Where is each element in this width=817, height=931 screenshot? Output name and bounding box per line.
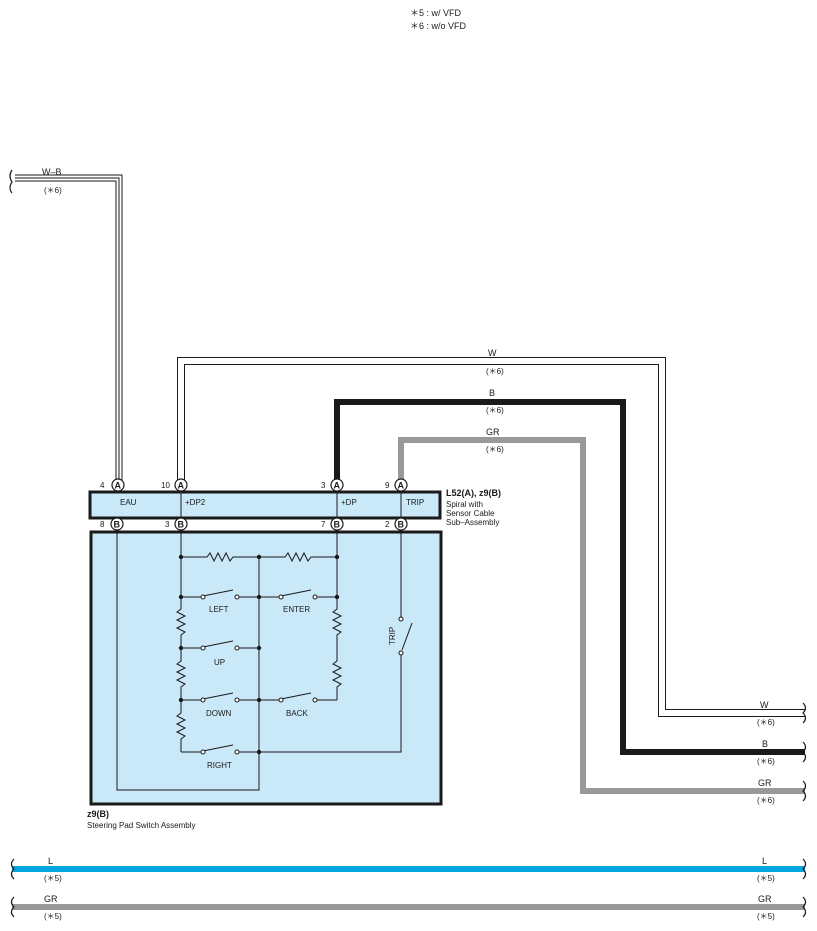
- switch-back-label: BACK: [286, 709, 308, 718]
- wire-gr5-right-label: GR: [758, 894, 772, 904]
- pin-b-8: B 8: [100, 517, 124, 531]
- connector-upper-desc2: Sensor Cable: [446, 509, 495, 518]
- assembly-id: z9(B): [87, 809, 109, 819]
- switch-left-label: LEFT: [209, 605, 229, 614]
- switch-up-label: UP: [214, 658, 225, 667]
- pin-b-8-conn: B: [114, 520, 121, 530]
- switch-trip-label: TRIP: [388, 627, 397, 645]
- wire-gr5-right-note: (＊5): [757, 912, 775, 921]
- pin-signal-dp2: +DP2: [185, 498, 206, 507]
- switch-assembly-body: [89, 530, 443, 806]
- pin-a-4-conn: A: [115, 481, 122, 491]
- pin-a-9-number: 9: [385, 481, 390, 490]
- wire-b-note: (＊6): [486, 406, 504, 415]
- pin-a-10: A 10: [161, 478, 188, 492]
- pin-a-3-conn: A: [334, 481, 341, 491]
- junction-dots: [178, 554, 340, 755]
- switch-circuit: [116, 530, 413, 791]
- wire-gr-right-label: GR: [758, 778, 772, 788]
- wire-wb-label: W–B: [42, 167, 62, 177]
- switch-right-label: RIGHT: [207, 761, 232, 770]
- wire-gr: [398, 437, 805, 794]
- pin-b-3: B 3: [165, 517, 188, 531]
- connector-upper-name: L52(A), z9(B): [446, 488, 501, 498]
- pin-b-2: B 2: [385, 517, 408, 531]
- connector-upper: [88, 490, 442, 520]
- wire-b: [334, 399, 805, 755]
- connector-upper-desc3: Sub–Assembly: [446, 518, 499, 527]
- switch-enter-label: ENTER: [283, 605, 310, 614]
- pin-a-3-number: 3: [321, 481, 326, 490]
- pin-a-10-conn: A: [178, 481, 185, 491]
- pin-signal-trip: TRIP: [406, 498, 424, 507]
- note-no-vfd: ＊6 : w/o VFD: [410, 21, 467, 31]
- wire-gr-label: GR: [486, 427, 500, 437]
- wire-break-icons-bottom: [10, 858, 807, 918]
- pin-a-4: A 4: [100, 478, 125, 492]
- wire-gr-note: (＊6): [486, 445, 504, 454]
- note-vfd: ＊5 : w/ VFD: [410, 8, 462, 18]
- pin-b-2-conn: B: [398, 520, 405, 530]
- wire-w-note: (＊6): [486, 367, 504, 376]
- wire-l-right-label: L: [762, 856, 767, 866]
- wire-wb-note: (＊6): [44, 186, 62, 195]
- pin-signal-eau: EAU: [120, 498, 137, 507]
- wire-gr5-left-note: (＊5): [44, 912, 62, 921]
- wire-gr-right-note: (＊6): [757, 796, 775, 805]
- pin-b-7: B 7: [321, 517, 344, 531]
- connector-upper-desc1: Spiral with: [446, 500, 483, 509]
- pin-signal-dp: +DP: [341, 498, 357, 507]
- assembly-name: Steering Pad Switch Assembly: [87, 821, 196, 830]
- connector-upper-dividers: [180, 493, 402, 517]
- switch-down-label: DOWN: [206, 709, 232, 718]
- wire-l-left-label: L: [48, 856, 53, 866]
- wire-wb: [9, 169, 123, 481]
- pin-a-4-number: 4: [100, 481, 105, 490]
- pin-b-7-conn: B: [334, 520, 341, 530]
- pin-a-9-conn: A: [398, 481, 405, 491]
- pin-a-9: A 9: [385, 478, 408, 492]
- wire-break-icon: [9, 169, 13, 194]
- wire-w-label: W: [488, 348, 497, 358]
- pin-b-8-number: 8: [100, 520, 105, 529]
- wire-w-right-label: W: [760, 700, 769, 710]
- switch-contacts: [200, 594, 404, 755]
- wire-b-right-label: B: [762, 739, 768, 749]
- pin-b-3-number: 3: [165, 520, 170, 529]
- wire-b-right-note: (＊6): [757, 757, 775, 766]
- wire-w-right-note: (＊6): [757, 718, 775, 727]
- pin-b-2-number: 2: [385, 520, 390, 529]
- wire-b-label: B: [489, 388, 495, 398]
- wire-gr5-left-label: GR: [44, 894, 58, 904]
- wire-w: [177, 357, 805, 717]
- pin-a-3: A 3: [321, 478, 344, 492]
- wire-l-left-note: (＊5): [44, 874, 62, 883]
- wire-break-icons-right: [802, 702, 807, 802]
- pin-b-3-conn: B: [178, 520, 185, 530]
- pin-b-7-number: 7: [321, 520, 326, 529]
- pin-a-10-number: 10: [161, 481, 170, 490]
- wire-l-right-note: (＊5): [757, 874, 775, 883]
